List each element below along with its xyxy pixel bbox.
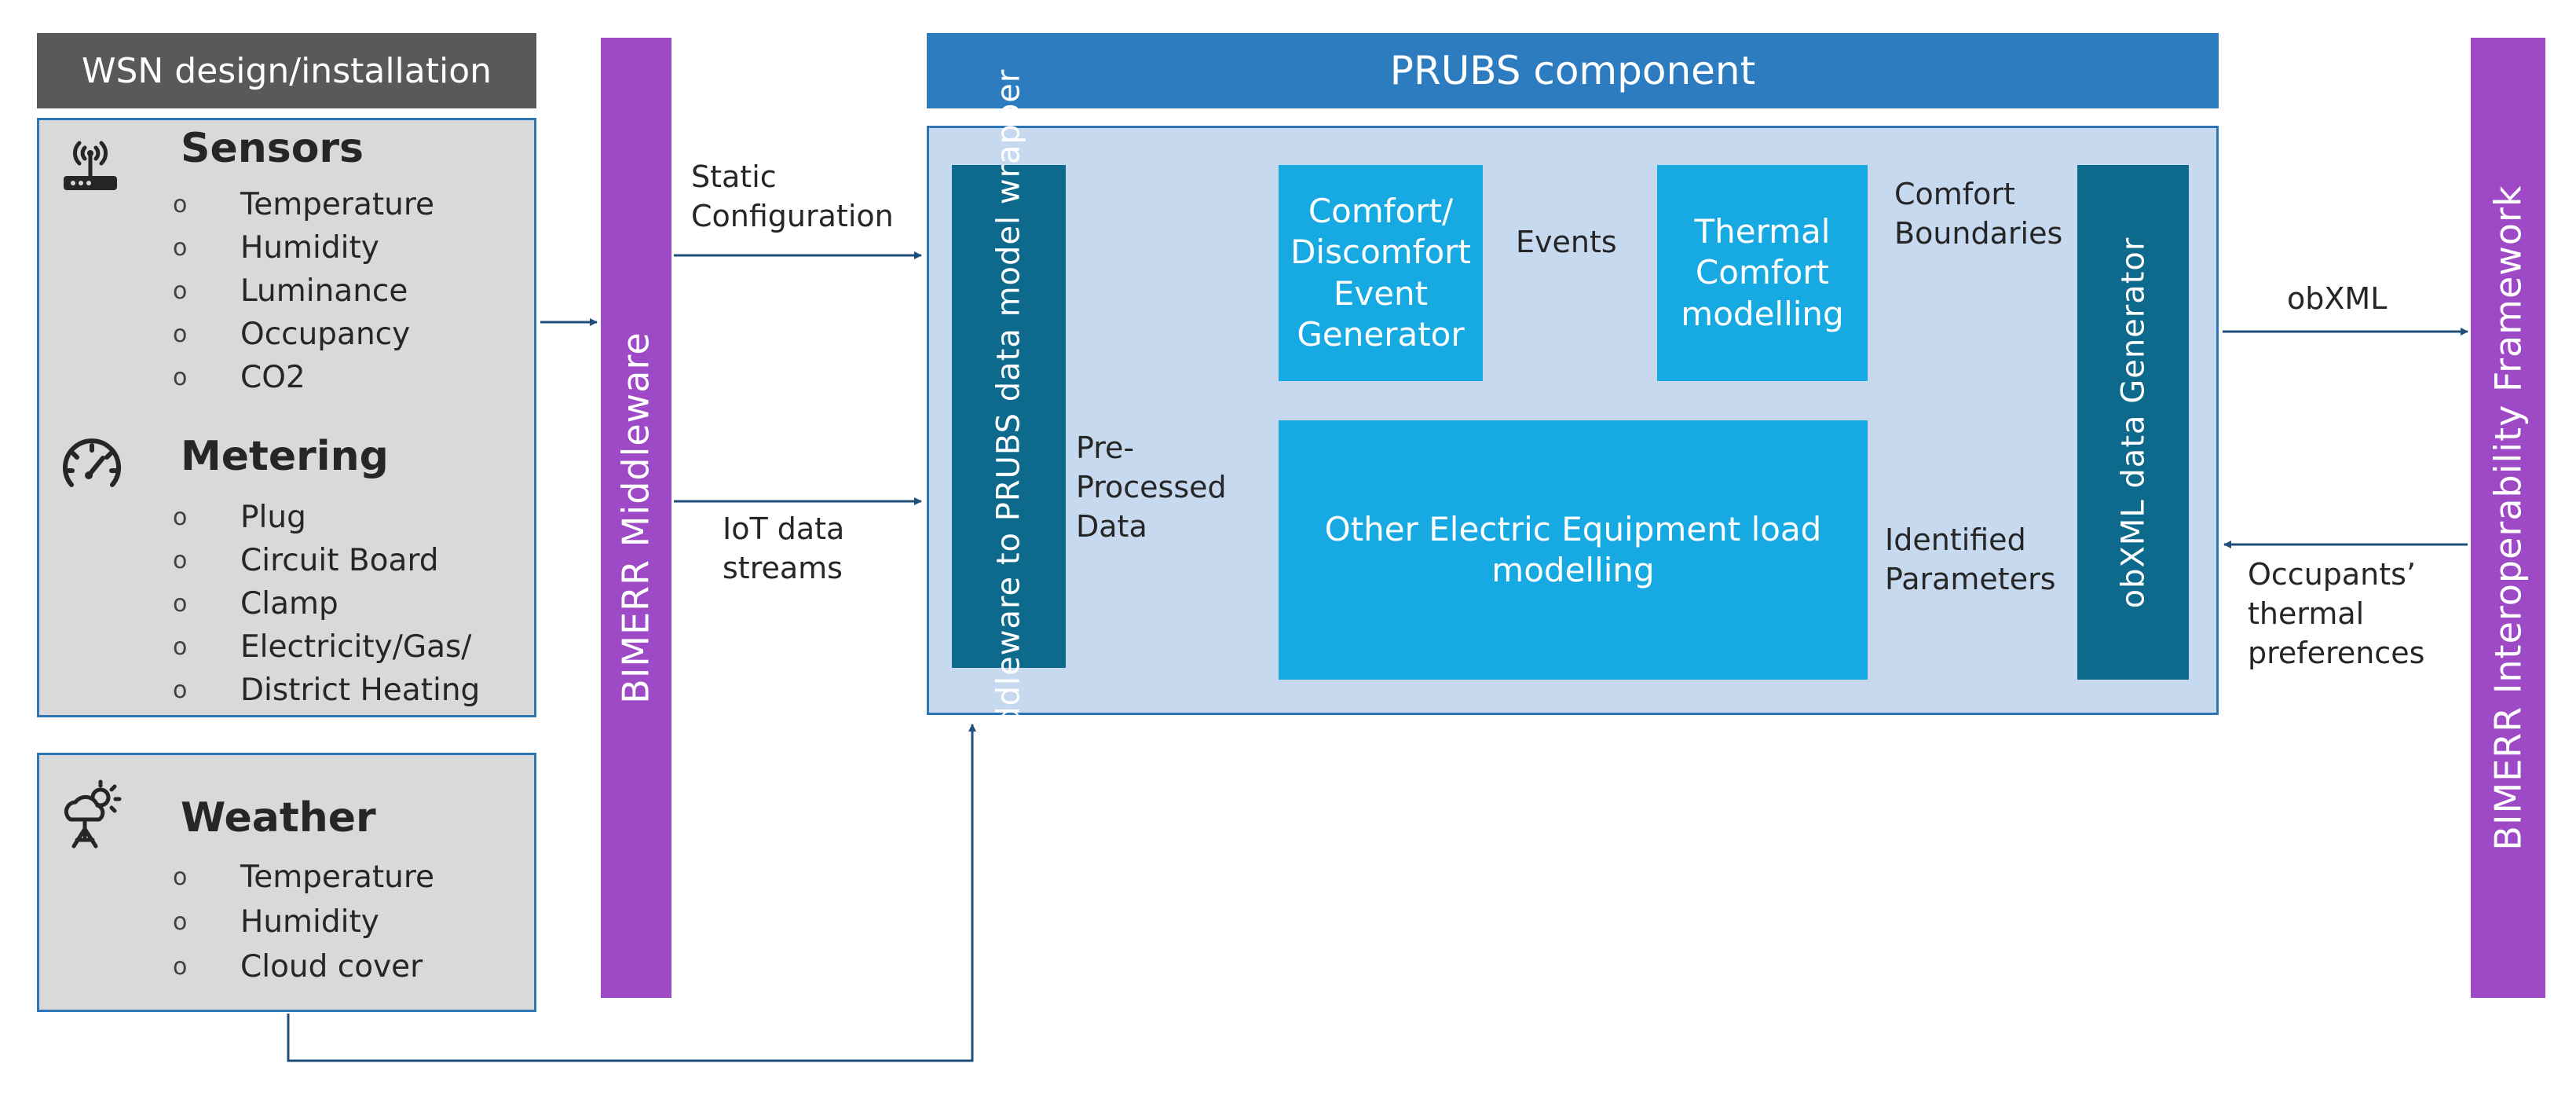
events-label: Events xyxy=(1516,225,1617,259)
equipment-load-modelling-box: Other Electric Equipment load modelling xyxy=(1279,420,1868,680)
middleware-label: BIMERR Middleware xyxy=(615,332,658,704)
identified-parameters-label: Identified Parameters xyxy=(1885,522,2056,597)
thermal-comfort-modelling-box: Thermal Comfort modelling xyxy=(1657,165,1868,381)
static-configuration-label: Static Configuration xyxy=(691,160,894,234)
wrapper-label: Middleware to PRUBS data model wrapper xyxy=(990,68,1027,764)
prubs-header: PRUBS component xyxy=(927,33,2219,108)
bullet-icon: o xyxy=(173,676,188,704)
pre-processed-data-label: Pre- Processed Data xyxy=(1076,431,1227,544)
prubs-header-label: PRUBS component xyxy=(1389,48,1756,94)
obxml-data-generator: obXML data Generator xyxy=(2077,165,2189,680)
wsn-header: WSN design/installation xyxy=(37,33,536,108)
weather-station-icon xyxy=(57,779,127,849)
bullet-icon: o xyxy=(173,547,188,574)
bullet-icon: o xyxy=(173,504,188,531)
bullet-icon: o xyxy=(173,234,188,262)
bullet-icon: o xyxy=(173,364,188,391)
wireless-router-icon xyxy=(59,132,122,195)
gauge-icon xyxy=(59,434,125,491)
equipment-load-label: Other Electric Equipment load modelling xyxy=(1324,509,1822,590)
middleware-bar: BIMERR Middleware xyxy=(601,38,671,998)
event-generator-label: Comfort/ Discomfort Event Generator xyxy=(1290,191,1471,354)
metering-title: Metering xyxy=(181,433,389,480)
wsn-header-label: WSN design/installation xyxy=(81,50,492,91)
bullet-icon: o xyxy=(173,277,188,305)
iot-data-streams-label: IoT data streams xyxy=(723,512,845,586)
obxml-label: obXML xyxy=(2287,281,2388,316)
bullet-icon: o xyxy=(173,633,188,661)
middleware-to-prubs-wrapper: Middleware to PRUBS data model wrapper xyxy=(952,69,1066,764)
bullet-icon: o xyxy=(173,590,188,618)
bullet-icon: o xyxy=(173,908,188,936)
comfort-boundaries-label: Comfort Boundaries xyxy=(1894,177,2063,251)
interoperability-framework-bar: BIMERR Interoperability Framework xyxy=(2471,38,2545,998)
comfort-event-generator-box: Comfort/ Discomfort Event Generator xyxy=(1279,165,1483,381)
bullet-icon: o xyxy=(173,191,188,218)
weather-title: Weather xyxy=(181,794,376,842)
occupants-preferences-label: Occupants’ thermal preferences xyxy=(2248,557,2425,671)
obxml-generator-label: obXML data Generator xyxy=(2115,236,2151,608)
framework-label: BIMERR Interoperability Framework xyxy=(2486,185,2530,851)
bullet-icon: o xyxy=(173,321,188,348)
thermal-comfort-label: Thermal Comfort modelling xyxy=(1681,211,1844,333)
bullet-icon: o xyxy=(173,953,188,981)
sensors-title: Sensors xyxy=(181,125,364,172)
bullet-icon: o xyxy=(173,864,188,891)
arrow-weather-to-prubs xyxy=(287,724,976,1062)
